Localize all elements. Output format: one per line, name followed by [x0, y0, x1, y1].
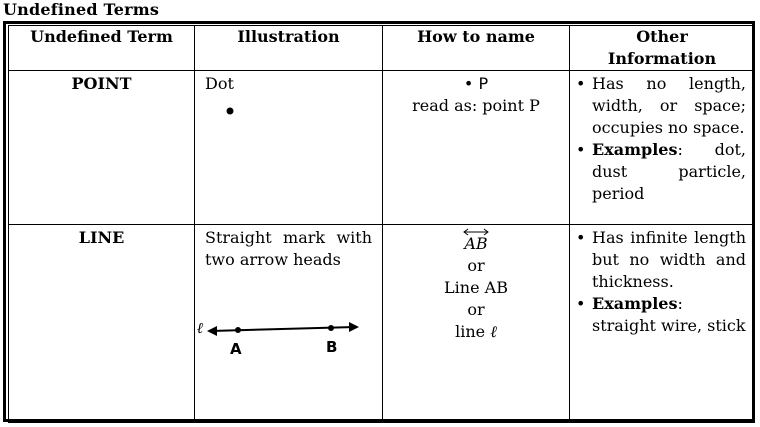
other-info-point: •Has no length, width, or space; occupie…: [569, 70, 755, 225]
term-line: LINE: [8, 224, 195, 423]
bullet-dot-icon: •: [463, 74, 474, 93]
point-a-label: A: [230, 340, 242, 358]
list-item: •Examples: straight wire, stick: [576, 294, 746, 335]
undefined-terms-table: Undefined Term Illustration How to name …: [8, 25, 755, 423]
other-info-line: •Has infinite length but no width and th…: [569, 224, 755, 423]
term-point: POINT: [8, 70, 195, 225]
how-to-name-point: • P read as: point P: [382, 70, 570, 225]
line-label-l: ℓ: [197, 319, 203, 337]
illustration-line: Straight mark with two arrow heads ℓ A B: [194, 224, 383, 423]
line-l-text: line ℓ: [455, 322, 497, 341]
point-b-dot: [328, 325, 334, 331]
header-undefined-term: Undefined Term: [8, 25, 195, 71]
list-item: •Has infinite length but no width and th…: [576, 228, 746, 291]
point-dot: [226, 107, 234, 115]
header-illustration: Illustration: [194, 25, 383, 71]
double-arrow-icon: [463, 228, 490, 236]
illustration-line-text: Straight mark with two arrow heads: [205, 228, 372, 269]
point-read-as: read as: point P: [412, 96, 540, 115]
how-to-name-line: AB or Line AB or line ℓ: [382, 224, 570, 423]
left-arrowhead-icon: [207, 326, 217, 336]
or-text-1: or: [467, 256, 485, 275]
list-item: •Has no length, width, or space; occupie…: [576, 74, 746, 137]
table-row-line: LINE Straight mark with two arrow heads …: [8, 224, 755, 423]
table-row-point: POINT Dot • P read as: point P •Has no l…: [8, 70, 755, 225]
page-title: Undefined Terms: [3, 0, 160, 19]
line-symbol: AB: [383, 227, 569, 255]
header-how-to-name: How to name: [382, 25, 570, 71]
list-item: •Examples: dot, dust particle, period: [576, 140, 746, 203]
line-drawing: ℓ A B: [197, 319, 359, 358]
header-other-information: Other Information: [569, 25, 755, 71]
point-b-label: B: [326, 338, 337, 356]
point-a-dot: [235, 327, 241, 333]
line-ab-text: Line AB: [444, 278, 508, 297]
illustration-point-text: Dot: [205, 74, 234, 93]
point-dot-drawing: [226, 107, 234, 115]
illustration-point: Dot: [194, 70, 383, 225]
or-text-2: or: [467, 300, 485, 319]
header-row: Undefined Term Illustration How to name …: [8, 25, 755, 71]
right-arrowhead-icon: [349, 322, 359, 332]
point-p-label: • P: [463, 74, 489, 93]
